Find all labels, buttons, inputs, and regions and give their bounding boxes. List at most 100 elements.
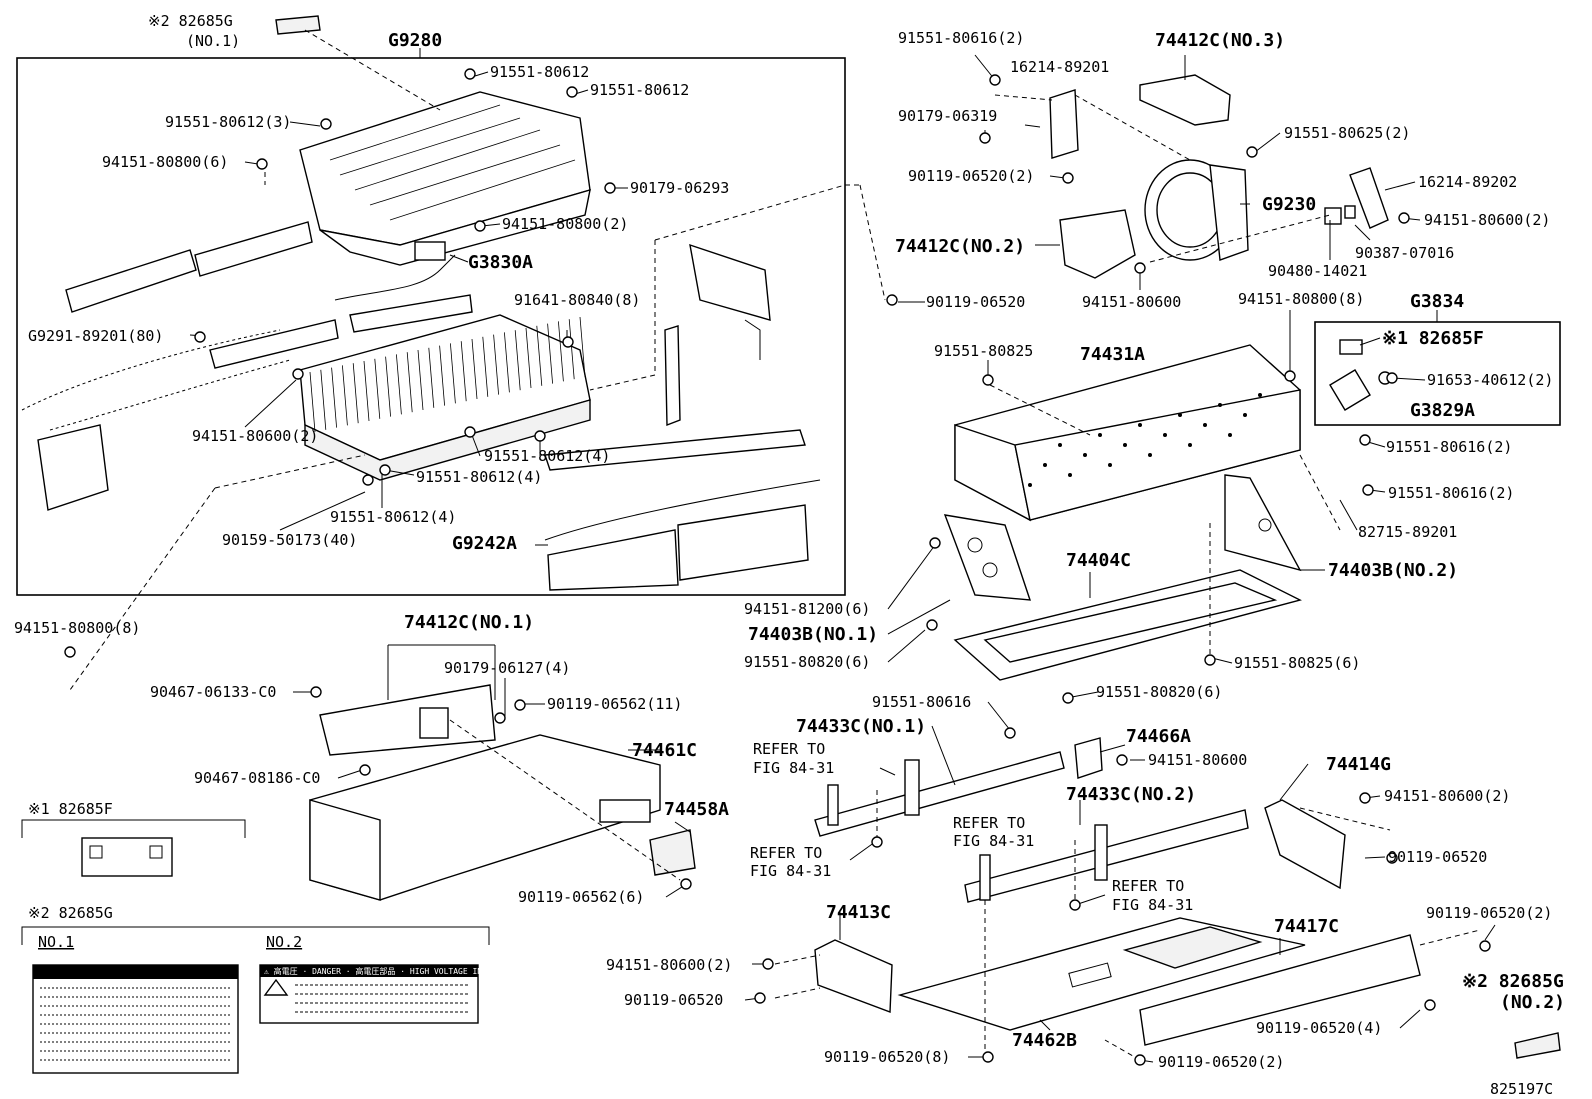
label-90119-06520-b: 90119-06520 <box>1388 848 1487 866</box>
bracket-74433c-no2 <box>964 809 1249 903</box>
label-74403b-no2: 74403B(NO.2) <box>1328 560 1458 581</box>
label-74431a: 74431A <box>1080 344 1145 365</box>
fastener-bolt <box>1359 434 1371 446</box>
fastener-bolt <box>886 294 898 306</box>
wire-harness-g9242a <box>544 429 821 591</box>
fastener-bolt <box>1116 754 1128 766</box>
tray-74431a <box>954 344 1301 522</box>
wire-harness-g3830a <box>334 241 456 301</box>
label-90159-50173-40: 90159-50173(40) <box>222 531 357 549</box>
fastener-bolt <box>762 958 774 970</box>
legend-82685f-title: ※1 82685F <box>28 800 113 818</box>
fastener-bolt <box>680 878 692 890</box>
legend-82685f <box>21 819 246 877</box>
bracket-74414g <box>1264 799 1346 890</box>
label-74417c: 74417C <box>1274 916 1339 937</box>
duct-74412c-no3 <box>1139 74 1231 126</box>
duct-74412c-no2 <box>1059 209 1136 279</box>
label-90119-06520-2b: 90119-06520(2) <box>1426 904 1552 922</box>
label-91551-80616-2a: 91551-80616(2) <box>898 29 1024 47</box>
label-94151-80800-6: 94151-80800(6) <box>102 153 228 171</box>
fastener-bolt <box>982 374 994 386</box>
fastener-bolt <box>1386 852 1398 864</box>
label-g3829a: G3829A <box>1410 400 1475 421</box>
plate-74462b <box>897 917 1306 1031</box>
bracket-74466a <box>1074 737 1103 779</box>
label-91551-80612-a: 91551-80612 <box>490 63 589 81</box>
refer-4-line1: REFER TO <box>1112 877 1184 895</box>
label-g9291-89201-80: G9291-89201(80) <box>28 327 163 345</box>
fastener-bolt <box>1204 654 1216 666</box>
label-74412c-no3: 74412C(NO.3) <box>1155 30 1285 51</box>
fastener-bolt <box>534 430 546 442</box>
fastener-bolt <box>604 182 616 194</box>
fastener-bolt <box>494 712 506 724</box>
label-90119-06562-6: 90119-06562(6) <box>518 888 644 906</box>
side-bracket-right <box>664 243 771 427</box>
group-label-g9280: G9280 <box>388 30 442 51</box>
label-74462b: 74462B <box>1012 1030 1077 1051</box>
label-91653-40612-2: 91653-40612(2) <box>1427 371 1553 389</box>
label-91551-80820-6a: 91551-80820(6) <box>744 653 870 671</box>
label-74466a: 74466A <box>1126 726 1191 747</box>
bracket-74403b-no1 <box>943 514 1032 601</box>
fastener-bolt <box>1479 940 1491 952</box>
label-74403b-no1: 74403B(NO.1) <box>748 624 878 645</box>
refer-3-line1: REFER TO <box>750 844 822 862</box>
legend-no1: NO.1 <box>38 933 74 951</box>
bracket-74403b-no2 <box>1224 474 1302 572</box>
label-91551-80612-4b: 91551-80612(4) <box>416 468 542 486</box>
label-90119-06520-4: 90119-06520(4) <box>1256 1019 1382 1037</box>
fastener-bolt <box>1134 1054 1146 1066</box>
fastener-bolt <box>1134 262 1146 274</box>
label-16214-89202: 16214-89202 <box>1418 173 1517 191</box>
label-90119-06520-2c: 90119-06520(2) <box>1158 1053 1284 1071</box>
label-91551-80616: 91551-80616 <box>872 693 971 711</box>
rail-74417c <box>1139 934 1421 1046</box>
label-82685g-no2-line1: ※2 82685G <box>1462 971 1564 992</box>
label-74413c: 74413C <box>826 902 891 923</box>
label-94151-81200-6: 94151-81200(6) <box>744 600 870 618</box>
group-frame-g9280 <box>16 57 846 596</box>
label-91551-80612-4c: 91551-80612(4) <box>330 508 456 526</box>
fastener-bolt <box>982 1051 994 1063</box>
refer-1-line2: FIG 84-31 <box>753 759 834 777</box>
refer-3-line2: FIG 84-31 <box>750 862 831 880</box>
label-90179-06127-4: 90179-06127(4) <box>444 659 570 677</box>
fastener-bolt <box>474 220 486 232</box>
label-91551-80616-2b: 91551-80616(2) <box>1386 438 1512 456</box>
fastener-bolt <box>64 646 76 658</box>
fastener-bolt <box>256 158 268 170</box>
fastener-bolt <box>562 336 574 348</box>
label-90179-06319: 90179-06319 <box>898 107 997 125</box>
label-g9242a: G9242A <box>452 533 517 554</box>
battery-upper-cover <box>299 91 591 266</box>
fastener-bolt <box>979 132 991 144</box>
label-94151-80600-2d: 94151-80600(2) <box>606 956 732 974</box>
fastener-bolt <box>362 474 374 486</box>
label-90387-07016: 90387-07016 <box>1355 244 1454 262</box>
leader-lines <box>69 29 1496 1063</box>
fastener-bolt <box>379 464 391 476</box>
legend-82685g-title: ※2 82685G <box>28 904 113 922</box>
fastener-bolt <box>320 118 332 130</box>
fastener-bolt <box>1004 727 1016 739</box>
cover-74461c <box>309 734 661 901</box>
blower-g9230 <box>1144 159 1249 261</box>
grille-74458a <box>649 829 696 876</box>
label-94151-80800-8b: 94151-80800(8) <box>1238 290 1364 308</box>
label-94151-80800-2: 94151-80800(2) <box>502 215 628 233</box>
label-82685g-no2 <box>1514 1032 1561 1059</box>
bracket-74413c <box>814 939 893 1013</box>
fastener-bolt <box>292 368 304 380</box>
fastener-bolt <box>464 426 476 438</box>
fastener-bolt <box>566 86 578 98</box>
fastener-bolt <box>929 537 941 549</box>
label-82715-89201: 82715-89201 <box>1358 523 1457 541</box>
legend-no2: NO.2 <box>266 933 302 951</box>
legend-82685g <box>21 926 490 1074</box>
label-90119-06520-8: 90119-06520(8) <box>824 1048 950 1066</box>
label-91551-80612-b: 91551-80612 <box>590 81 689 99</box>
fastener-bolt <box>1398 212 1410 224</box>
